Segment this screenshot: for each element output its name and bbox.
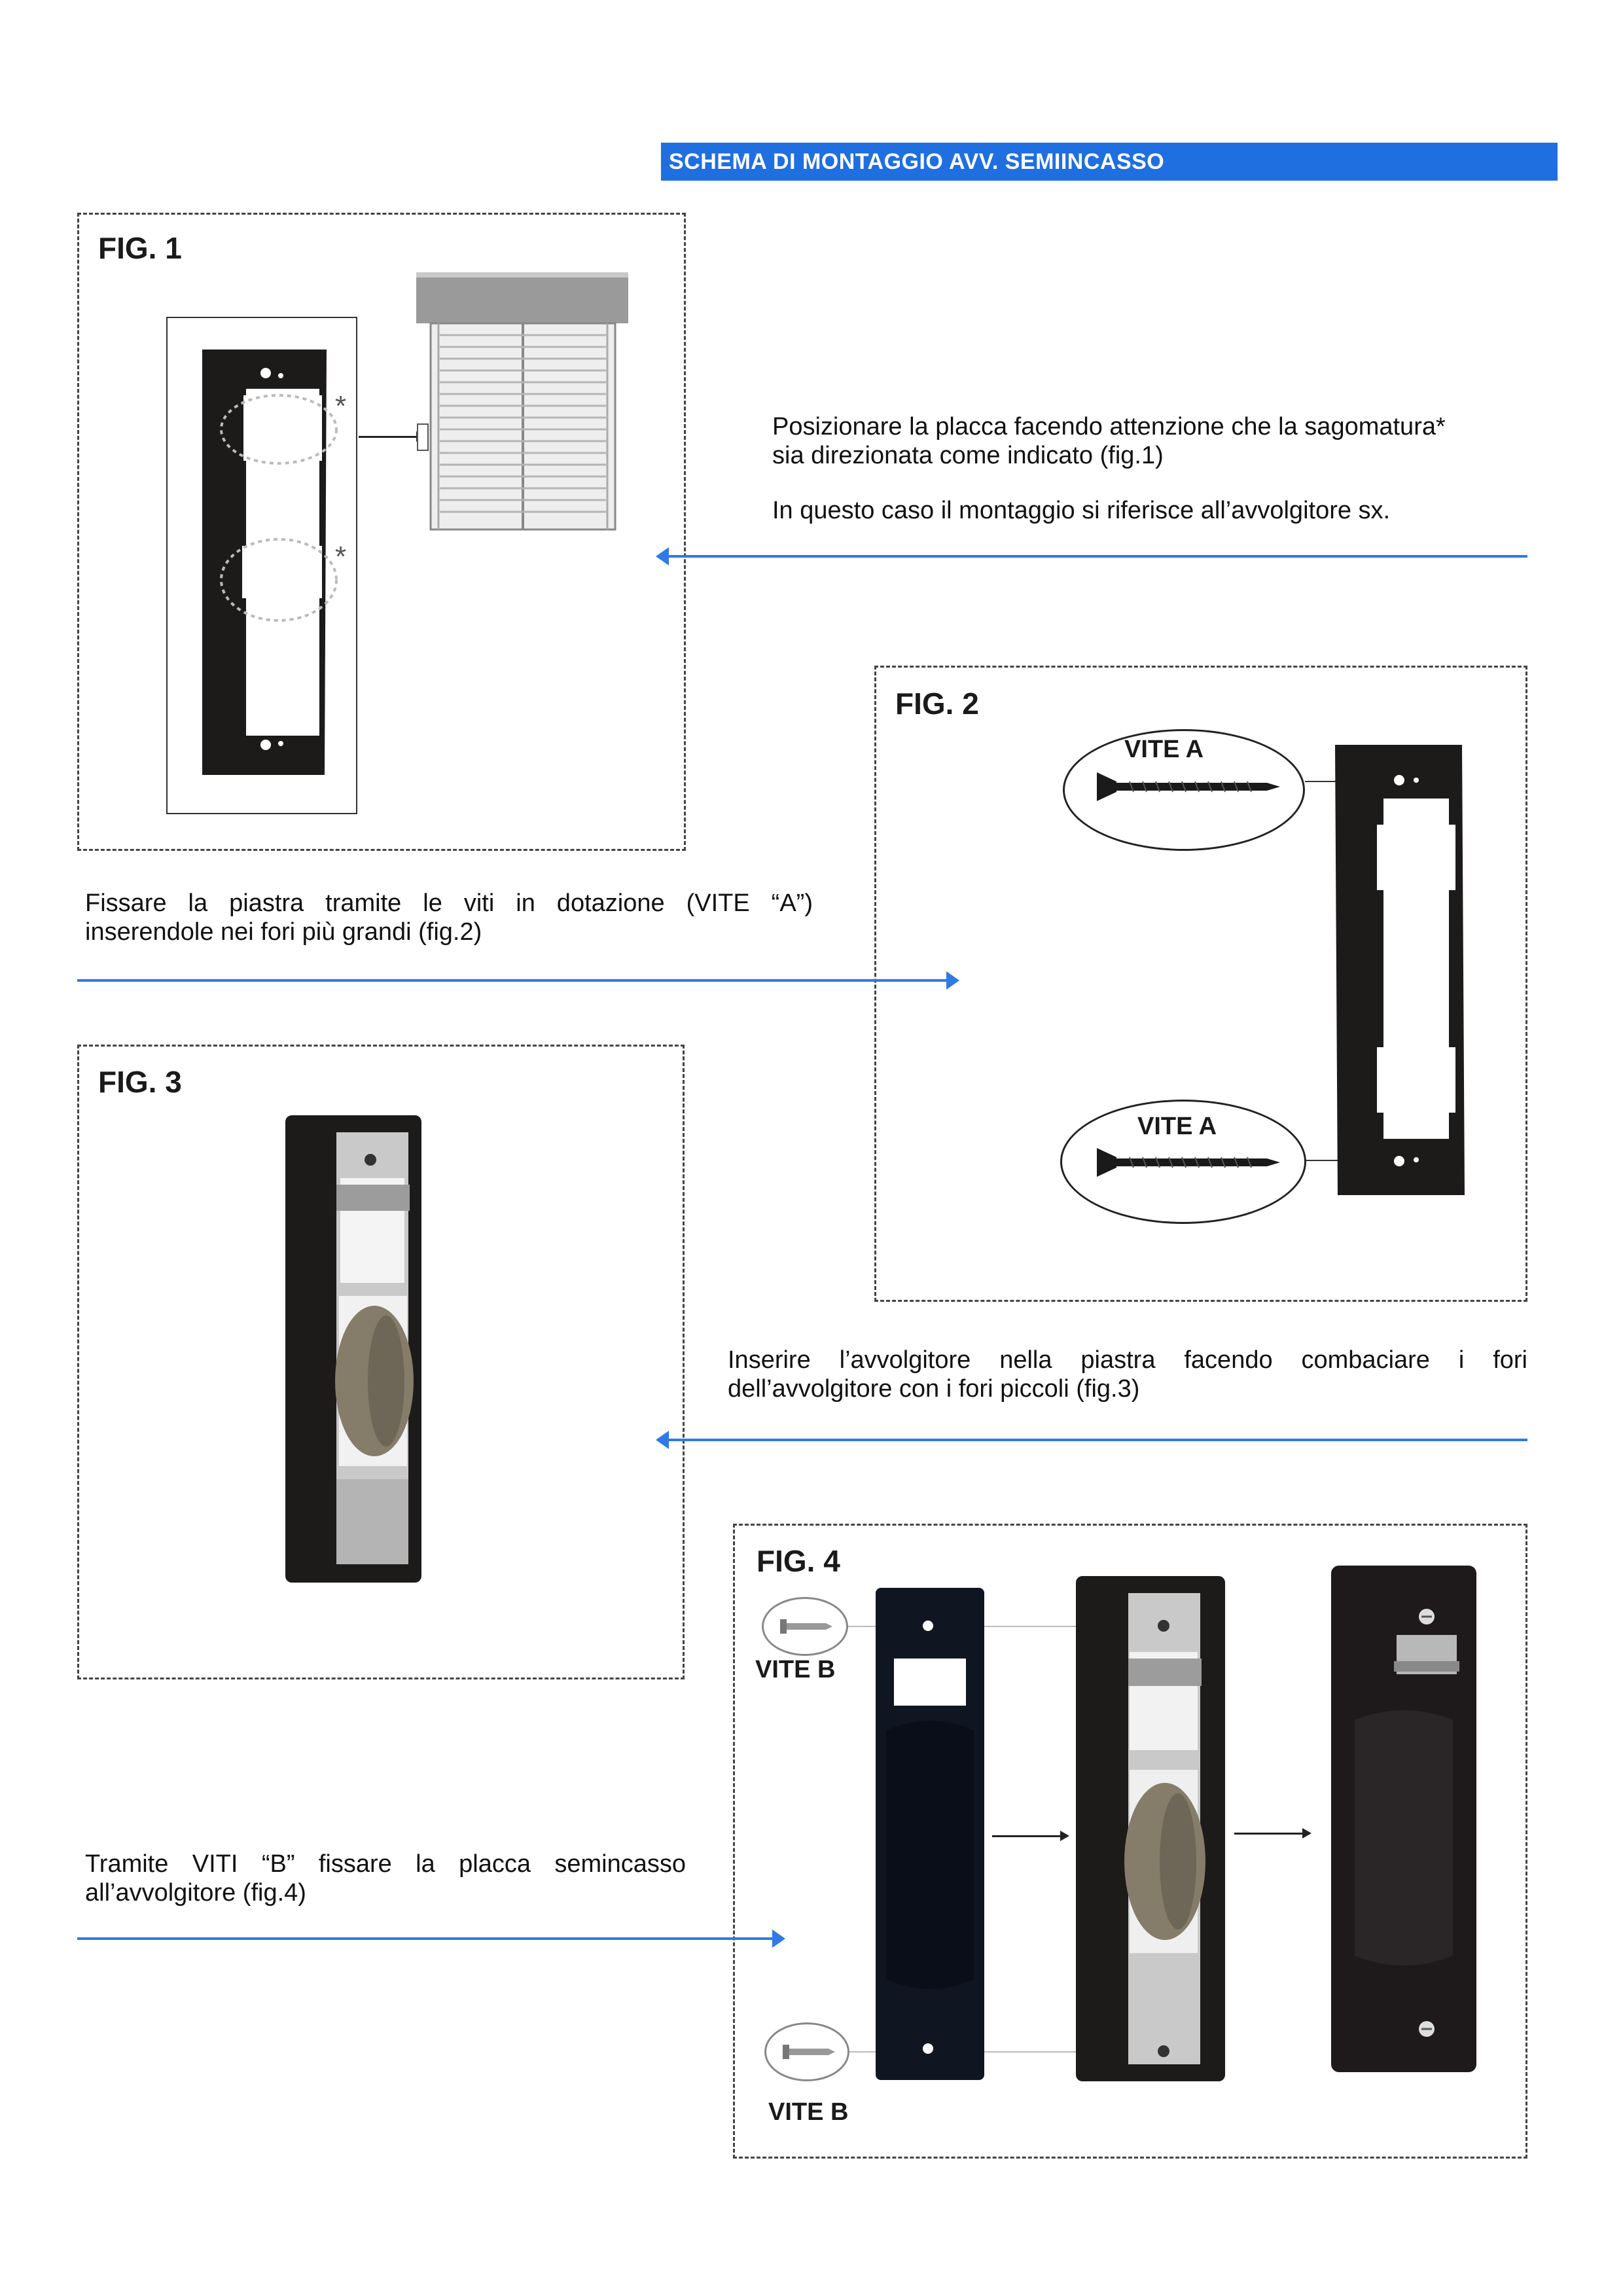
fig1-frame [77,213,686,851]
fig4-guide-top [848,1626,1175,1627]
fig4-step-arrow-1 [992,1835,1061,1837]
section-header: SCHEMA DI MONTAGGIO AVV. SEMIINCASSO [661,143,1558,181]
fig2-screw-bottom-label: VITE A [1137,1113,1217,1140]
fig4-step-arrow-1-head [1060,1831,1069,1841]
screw-icon [1097,772,1280,801]
fig4-step-arrow-2 [1234,1833,1304,1835]
fig1-plate-frame [166,317,357,814]
fig4-text: Tramite VITI “B” fissare la placca semin… [85,1850,686,1907]
fig2-label: FIG. 2 [895,687,979,721]
fig1-arrow-line [668,555,1527,558]
fig2-text: Fissare la piastra tramite le viti in do… [85,889,813,946]
fig1-plate-image [202,350,338,775]
fig1-text-line3: In questo caso il montaggio si riferisce… [772,497,1391,524]
fig1-label: FIG. 1 [98,231,182,265]
window-shutter-icon [416,272,628,531]
fig3-roller-image [285,1115,421,1583]
fig4-label: FIG. 4 [757,1544,840,1578]
fig4-roller-image [1076,1576,1225,2081]
fig4-step-arrow-2-head [1302,1828,1311,1839]
fig2-plate-image [1335,745,1465,1195]
arrow-left-icon [656,547,669,565]
fig4-arrow-line [77,1937,774,1940]
fig4-screw-bottom-label: VITE B [768,2098,849,2126]
fig4-guide-bottom [849,2051,1175,2053]
fig1-pointer-line [359,436,418,438]
arrow-left-icon [656,1431,669,1449]
fig3-frame [77,1045,685,1679]
screw-icon [783,2045,835,2059]
fig4-screw-top-label: VITE B [755,1656,836,1683]
fig4-frame [733,1524,1527,2159]
fig1-text-line2: sia direzionata come indicato (fig.1) [772,442,1164,469]
fig2-frame [874,666,1527,1302]
fig1-highlight-bottom [220,538,338,622]
fig4-assembled-image [1331,1566,1476,2072]
fig4-cover-plate-image [876,1588,984,2080]
fig1-highlight-top [220,394,338,465]
arrow-right-icon [772,1929,785,1948]
fig2-screw-top-label: VITE A [1124,736,1204,763]
fig2-arrow-line [77,979,948,982]
fig3-label: FIG. 3 [98,1065,182,1099]
screw-icon [780,1619,832,1634]
screw-icon [1097,1148,1280,1177]
fig3-arrow-line [668,1439,1527,1441]
arrow-right-icon [946,971,959,990]
fig1-asterisk-top: * [335,390,347,422]
fig1-text-line1: Posizionare la placca facendo attenzione… [772,413,1446,440]
fig1-asterisk-bottom: * [335,541,347,573]
fig3-text: Inserire l’avvolgitore nella piastra fac… [728,1346,1527,1403]
